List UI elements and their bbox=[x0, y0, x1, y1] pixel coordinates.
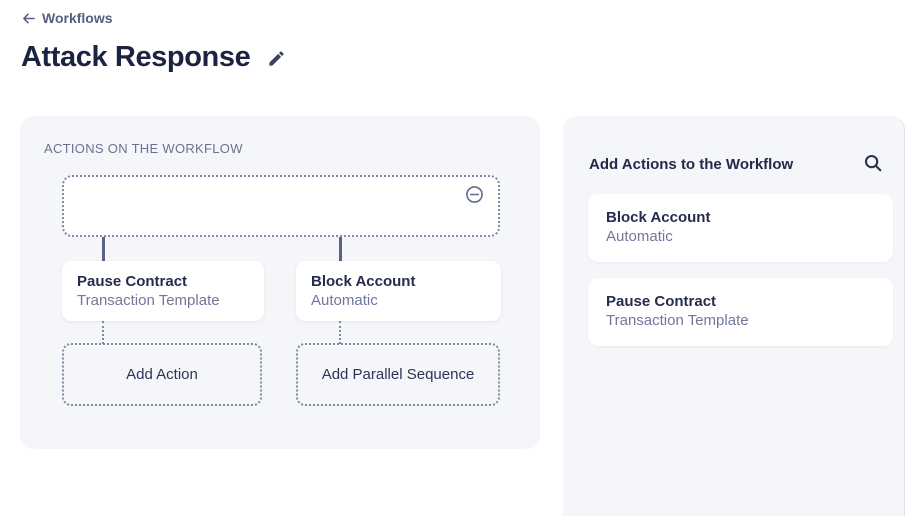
action-item-title: Pause Contract bbox=[606, 293, 717, 310]
back-to-workflows-link[interactable]: Workflows bbox=[22, 10, 113, 26]
workflow-canvas-panel: ACTIONS ON THE WORKFLOW Pause Contract T… bbox=[20, 116, 540, 449]
back-link-label: Workflows bbox=[42, 10, 113, 26]
add-parallel-sequence-button[interactable]: Add Parallel Sequence bbox=[296, 343, 500, 406]
connector-line bbox=[339, 237, 342, 262]
collapse-sequence-button[interactable] bbox=[464, 186, 484, 206]
node-subtitle: Automatic bbox=[311, 292, 378, 309]
connector-line bbox=[102, 237, 105, 262]
actions-library-title: Add Actions to the Workflow bbox=[589, 155, 794, 173]
workflow-node-pause-contract[interactable]: Pause Contract Transaction Template bbox=[62, 261, 264, 321]
dotted-connector-line bbox=[339, 321, 341, 344]
page-title: Attack Response bbox=[21, 41, 251, 73]
action-item-title: Block Account bbox=[606, 209, 711, 226]
node-title: Block Account bbox=[311, 273, 416, 290]
action-item-subtitle: Transaction Template bbox=[606, 312, 749, 329]
workflow-node-block-account[interactable]: Block Account Automatic bbox=[296, 261, 501, 321]
actions-library-header: Add Actions to the Workflow bbox=[589, 154, 883, 174]
node-subtitle: Transaction Template bbox=[77, 292, 220, 309]
sequence-container[interactable] bbox=[62, 175, 500, 237]
search-icon bbox=[863, 153, 883, 176]
pencil-icon bbox=[267, 49, 286, 71]
actions-library-panel: Add Actions to the Workflow Block Accoun… bbox=[563, 116, 905, 516]
add-action-button[interactable]: Add Action bbox=[62, 343, 262, 406]
node-title: Pause Contract bbox=[77, 273, 188, 290]
workflow-panel-label: ACTIONS ON THE WORKFLOW bbox=[44, 141, 243, 156]
action-item-subtitle: Automatic bbox=[606, 228, 673, 245]
edit-title-button[interactable] bbox=[265, 49, 287, 71]
minus-circle-icon bbox=[465, 185, 484, 207]
dotted-connector-line bbox=[102, 321, 104, 344]
action-library-item-pause-contract[interactable]: Pause Contract Transaction Template bbox=[588, 278, 893, 346]
arrow-left-icon bbox=[22, 12, 35, 25]
search-actions-button[interactable] bbox=[863, 154, 883, 174]
title-row: Attack Response bbox=[21, 41, 287, 74]
action-library-item-block-account[interactable]: Block Account Automatic bbox=[588, 194, 893, 262]
